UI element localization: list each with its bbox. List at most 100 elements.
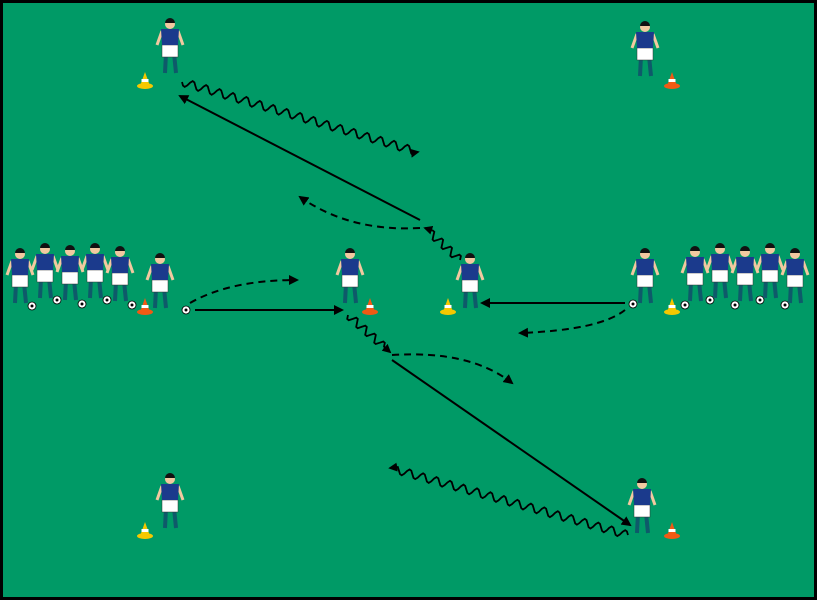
player-arm xyxy=(455,265,464,281)
player-arm xyxy=(651,33,660,49)
player-shorts xyxy=(711,269,729,283)
player xyxy=(455,253,485,309)
player-arm xyxy=(335,260,344,276)
player xyxy=(755,243,785,299)
player-shorts xyxy=(761,269,779,283)
cone-stripe xyxy=(444,305,452,308)
run-arrow xyxy=(391,353,514,385)
player xyxy=(627,478,657,534)
cone-stripe xyxy=(141,529,149,532)
player xyxy=(145,253,175,309)
player xyxy=(630,248,660,304)
player-shorts xyxy=(636,274,654,288)
yellow-cone xyxy=(137,522,153,539)
player-hair xyxy=(740,246,750,251)
player-arm xyxy=(726,255,735,271)
cone-stripe xyxy=(668,529,676,532)
player-arm xyxy=(26,260,35,276)
soccer-ball xyxy=(730,300,740,310)
player xyxy=(5,248,35,304)
player-hair xyxy=(90,243,100,248)
player xyxy=(705,243,735,299)
player-arm xyxy=(801,260,810,276)
soccer-ball xyxy=(77,299,87,309)
player-arm xyxy=(648,490,657,506)
player xyxy=(680,246,710,302)
player-hair xyxy=(690,246,700,251)
player-shorts xyxy=(111,272,129,286)
soccer-ball xyxy=(52,295,62,305)
player-arm xyxy=(476,265,485,281)
player-shirt xyxy=(633,489,651,505)
player-hair xyxy=(115,246,125,251)
dribble-arrow xyxy=(346,314,392,354)
player-arm xyxy=(780,260,789,276)
player-shorts xyxy=(36,269,54,283)
player-shorts xyxy=(11,274,29,288)
dribble-arrow xyxy=(388,462,629,538)
player-arm xyxy=(176,485,185,501)
player-arm xyxy=(101,255,110,271)
player-shorts xyxy=(151,279,169,293)
player-arm xyxy=(105,258,114,274)
player-arm xyxy=(627,490,636,506)
player xyxy=(780,248,810,304)
player xyxy=(30,243,60,299)
player-shirt xyxy=(636,32,654,48)
soccer-ball xyxy=(780,300,790,310)
player-hair xyxy=(715,243,725,248)
yellow-cone xyxy=(664,298,680,315)
player-arm xyxy=(630,33,639,49)
cone-stripe xyxy=(668,305,676,308)
player-shorts xyxy=(461,279,479,293)
player-arm xyxy=(155,30,164,46)
player-shirt xyxy=(161,484,179,500)
player-hair xyxy=(465,253,475,258)
player-hair xyxy=(165,473,175,478)
orange-cone xyxy=(137,298,153,315)
soccer-ball xyxy=(27,301,37,311)
player-arm xyxy=(80,255,89,271)
player-arm xyxy=(176,30,185,46)
player-hair xyxy=(640,248,650,253)
player-shorts xyxy=(633,504,651,518)
dribble-arrow xyxy=(423,225,462,261)
player-hair xyxy=(345,248,355,253)
player-shorts xyxy=(341,274,359,288)
player-shirt xyxy=(61,256,79,272)
player-arm xyxy=(776,255,785,271)
orange-cone xyxy=(664,72,680,89)
player-hair xyxy=(765,243,775,248)
yellow-cone xyxy=(440,298,456,315)
yellow-cone xyxy=(137,72,153,89)
player-shirt xyxy=(86,254,104,270)
player xyxy=(730,246,760,302)
cone-stripe xyxy=(668,79,676,82)
player-arm xyxy=(680,258,689,274)
orange-cone xyxy=(362,298,378,315)
player-shorts xyxy=(161,44,179,58)
player-arm xyxy=(155,485,164,501)
cone-stripe xyxy=(141,305,149,308)
player-arm xyxy=(30,255,39,271)
player-hair xyxy=(40,243,50,248)
player-shorts xyxy=(786,274,804,288)
player xyxy=(105,246,135,302)
player-arm xyxy=(751,258,760,274)
player-shorts xyxy=(736,272,754,286)
player-shirt xyxy=(711,254,729,270)
player xyxy=(155,473,185,529)
player-arm xyxy=(145,265,154,281)
soccer-ball xyxy=(102,295,112,305)
player-shirt xyxy=(151,264,169,280)
player-shirt xyxy=(786,259,804,275)
player-hair xyxy=(65,245,75,250)
player-shorts xyxy=(636,47,654,61)
pass-arrow xyxy=(178,95,421,221)
soccer-ball xyxy=(127,300,137,310)
player-hair xyxy=(640,21,650,26)
player-shirt xyxy=(761,254,779,270)
player-shorts xyxy=(161,499,179,513)
player-arm xyxy=(730,258,739,274)
soccer-ball xyxy=(755,295,765,305)
